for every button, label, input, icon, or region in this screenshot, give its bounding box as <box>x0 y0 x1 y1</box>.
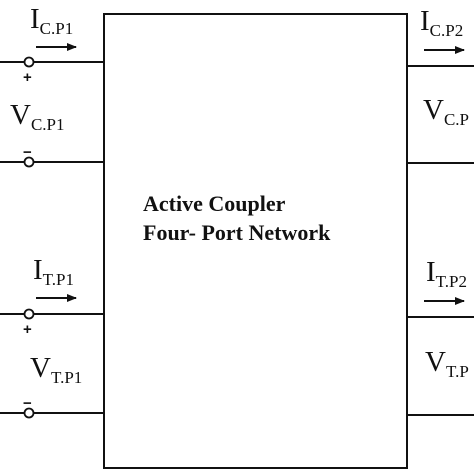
cp1-negative-terminal <box>23 156 35 168</box>
tp1-minus-sign: − <box>23 395 32 412</box>
port-tp1: IT.P1 VT.P1 + − <box>0 254 104 419</box>
tp1-voltage-label: VT.P1 <box>30 352 82 387</box>
tp2-voltage-label: VT.P <box>425 346 469 381</box>
port-tp2: IT.P2 VT.P <box>407 256 474 416</box>
tp1-negative-terminal <box>23 407 35 419</box>
cp1-plus-sign: + <box>23 69 32 86</box>
cp2-current-label: IC.P2 <box>420 5 463 40</box>
tp1-plus-sign: + <box>23 321 32 338</box>
port-cp1: IC.P1 VC.P1 + − <box>0 3 104 168</box>
tp2-current-label: IT.P2 <box>426 256 467 291</box>
cp1-current-label: IC.P1 <box>30 3 73 38</box>
cp1-positive-terminal <box>23 56 35 68</box>
cp1-minus-sign: − <box>23 144 32 161</box>
block-title-line2: Four- Port Network <box>143 220 331 245</box>
cp1-voltage-label: VC.P1 <box>10 99 65 134</box>
block-title-line1: Active Coupler <box>143 191 286 216</box>
tp1-current-label: IT.P1 <box>33 254 74 289</box>
port-cp2: IC.P2 VC.P <box>407 5 474 164</box>
cp2-voltage-label: VC.P <box>423 94 469 129</box>
tp1-positive-terminal <box>23 308 35 320</box>
network-block <box>103 13 408 469</box>
